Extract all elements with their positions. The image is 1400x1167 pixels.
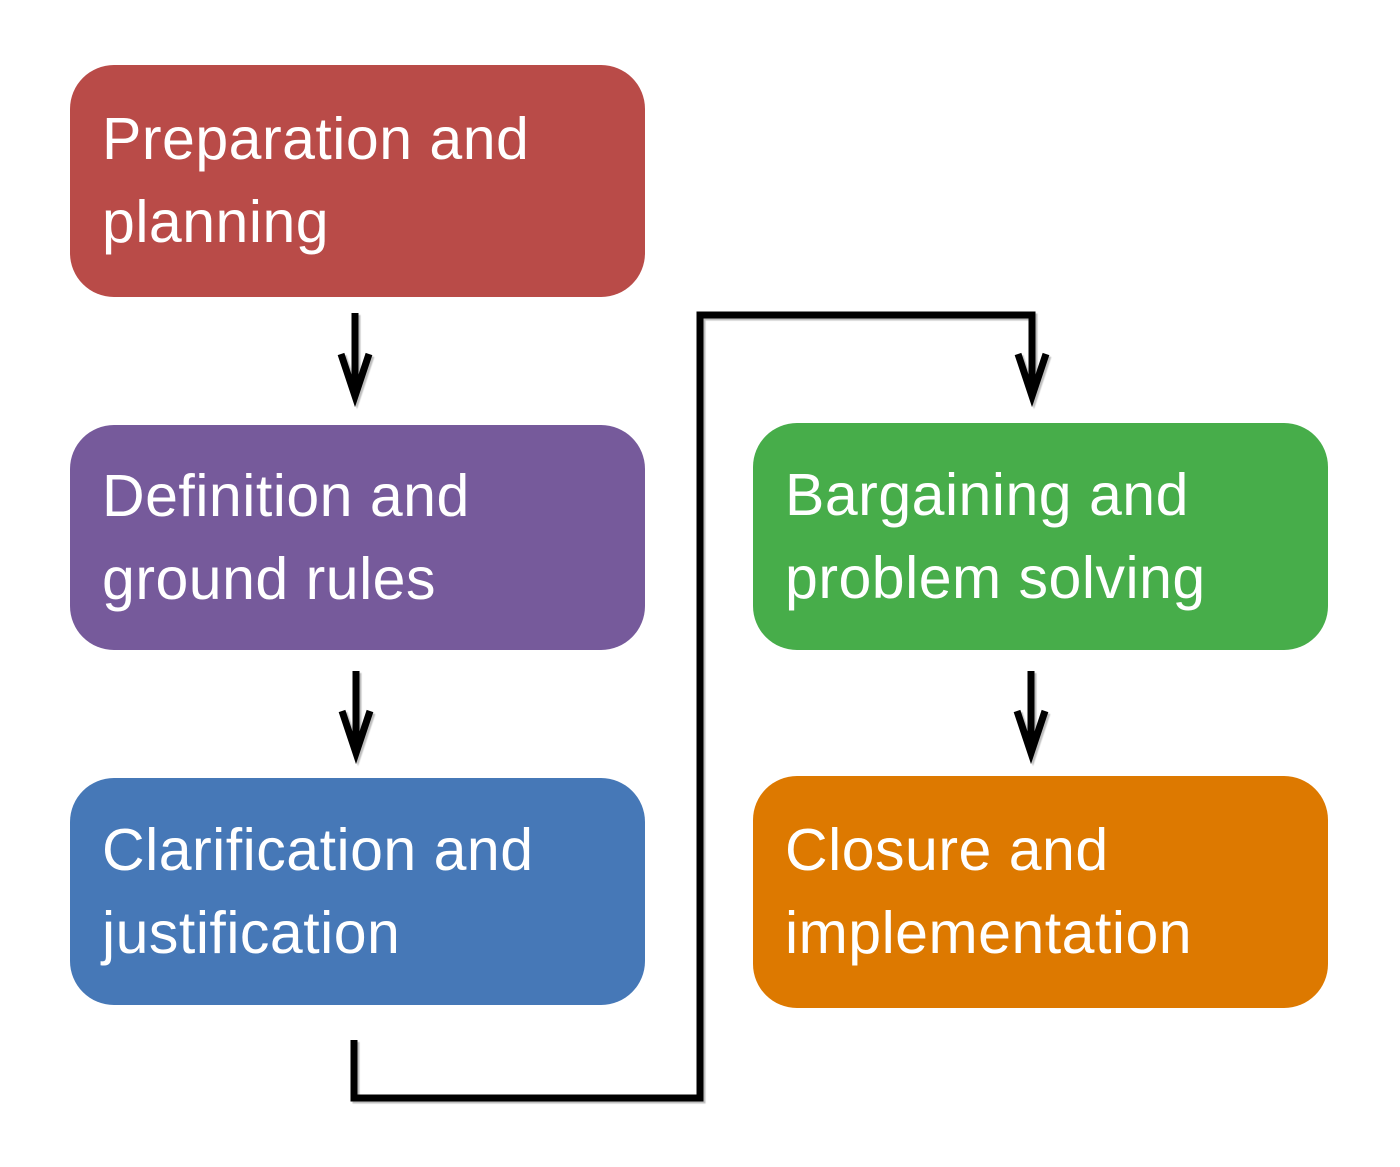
node-label-line: Closure and [785, 817, 1109, 884]
node-label-line: problem solving [785, 544, 1206, 611]
node-label-line: Bargaining and [785, 461, 1189, 528]
node-definition-and-ground-rules: Definition and ground rules [70, 425, 645, 650]
node-label-line: ground rules [102, 545, 436, 612]
node-label-line: Clarification and [102, 816, 534, 883]
node-label-line: Definition and [102, 462, 470, 529]
node-label-line: justification [102, 899, 401, 966]
node-label-line: planning [102, 189, 330, 255]
arrow-definition-to-clarification [338, 671, 374, 765]
node-closure-and-implementation: Closure and implementation [753, 776, 1328, 1008]
node-label-line: Preparation and [102, 106, 530, 173]
node-preparation-and-planning: Preparation and planning [70, 65, 645, 297]
node-clarification-and-justification: Clarification and justification [70, 778, 645, 1005]
arrow-preparation-to-definition [337, 313, 373, 408]
arrow-bargaining-to-closure [1013, 671, 1049, 765]
node-bargaining-and-problem-solving: Bargaining and problem solving [753, 423, 1328, 650]
node-label-line: implementation [785, 900, 1193, 966]
